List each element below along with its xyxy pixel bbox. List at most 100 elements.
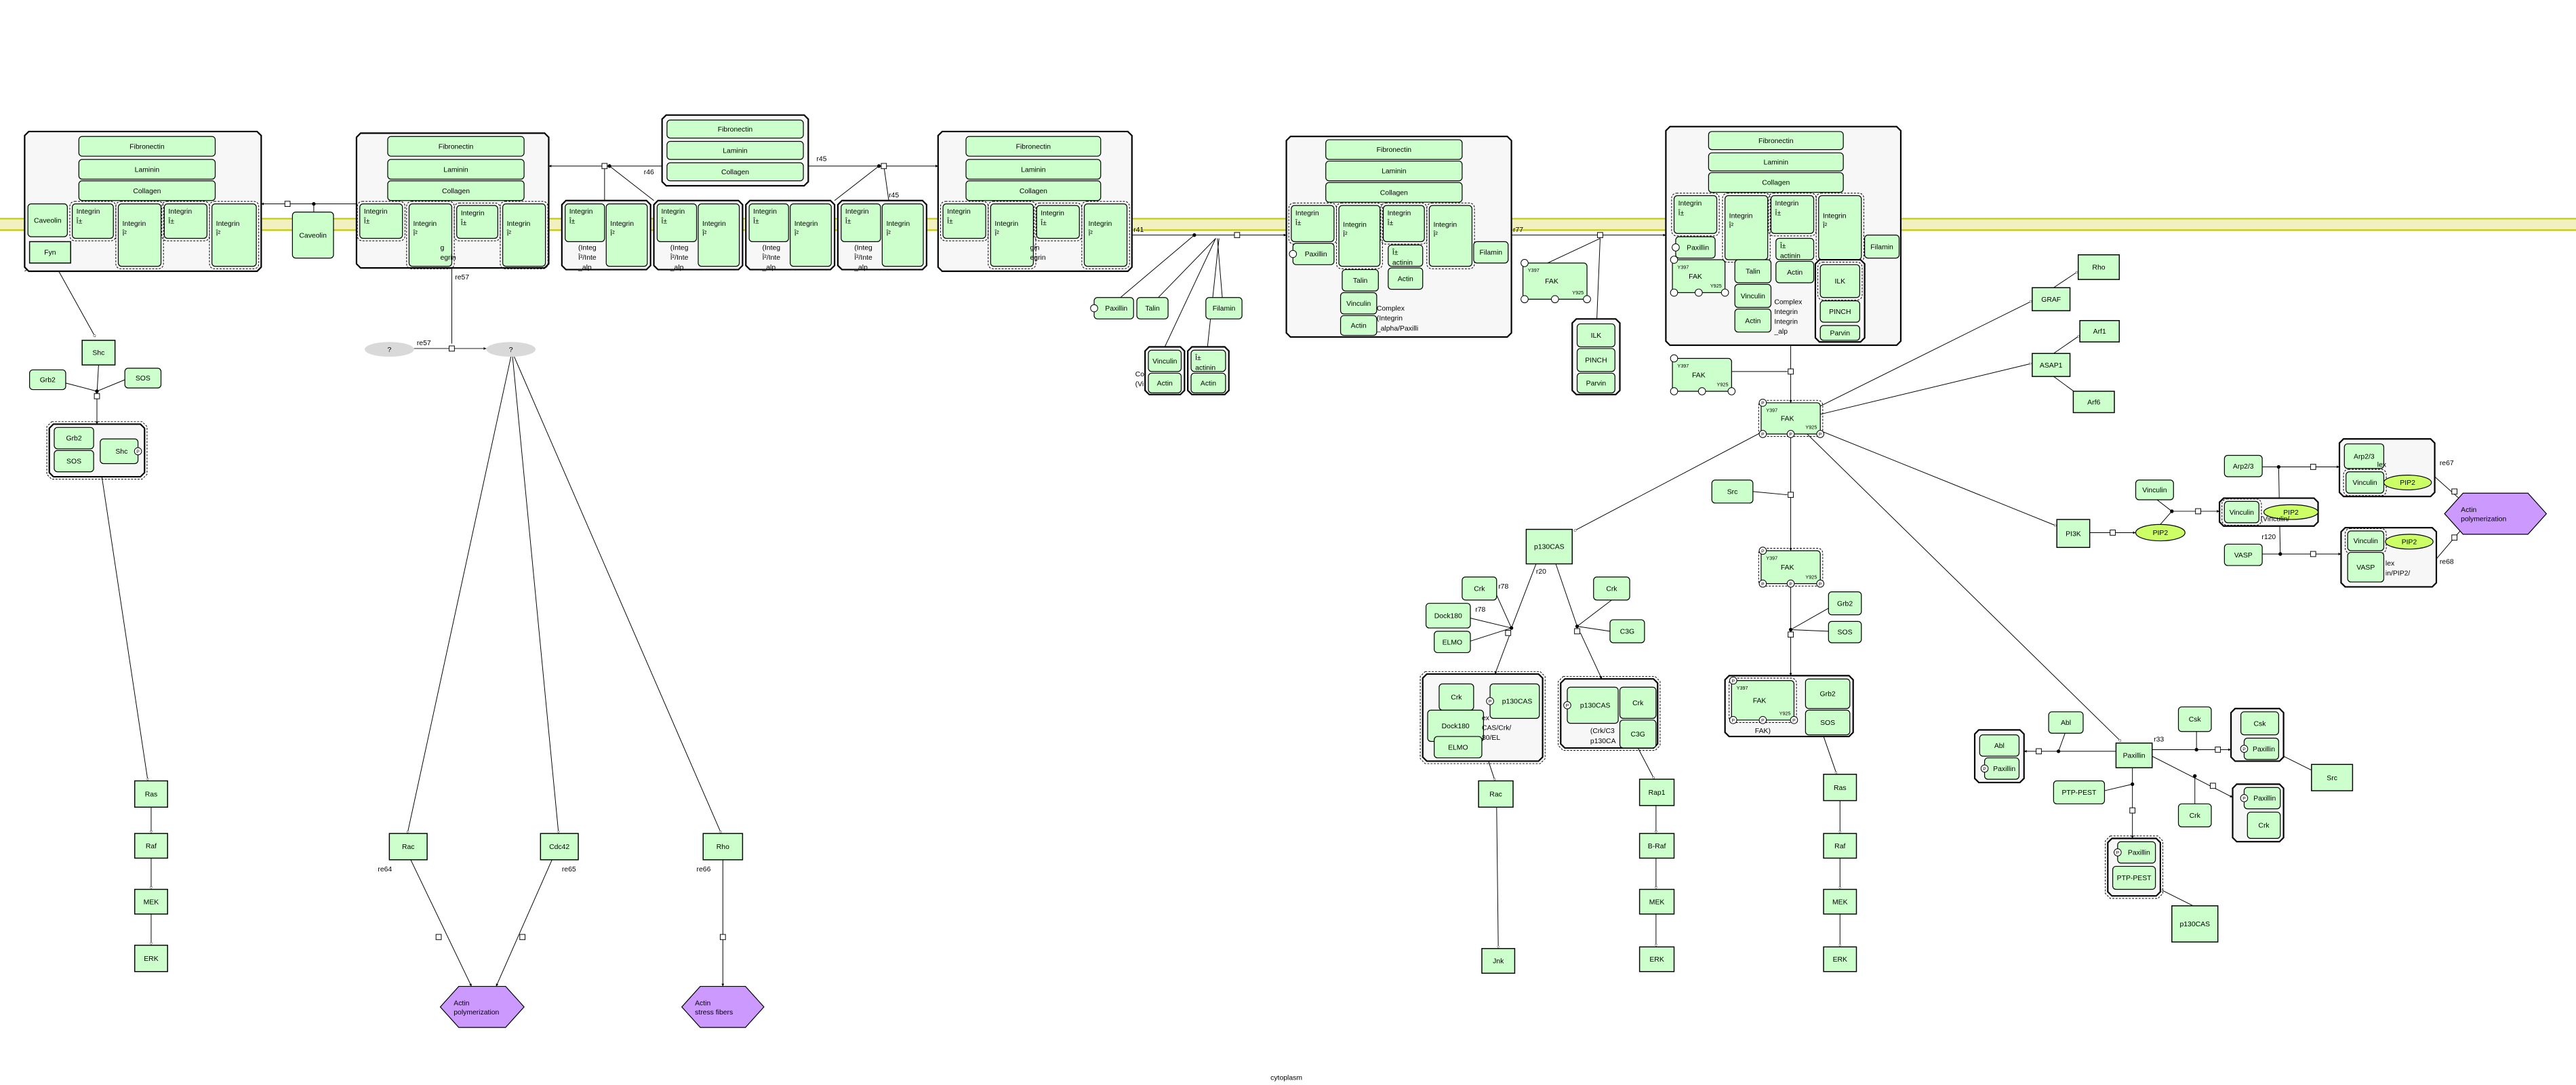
species-cdc42[interactable]: Cdc42 (540, 833, 579, 861)
species-shc[interactable]: Shc (81, 340, 116, 366)
species-rho[interactable]: Rho (702, 833, 744, 861)
species-caveolin[interactable]: Caveolin (27, 203, 68, 237)
species-raf[interactable]: Raf (134, 833, 168, 859)
species-arp2-3[interactable]: Arp2/3 (2223, 454, 2263, 477)
species-p130cas[interactable]: p130CAS (2171, 905, 2219, 943)
species-arf6[interactable]: Arf6 (2072, 391, 2115, 414)
species-fibronectin[interactable]: Fibronectin (666, 119, 804, 139)
process-node[interactable] (601, 163, 608, 170)
process-node[interactable] (2451, 534, 2458, 541)
species-actinin[interactable]: Î±actinin (1388, 244, 1424, 267)
species-rap1[interactable]: Rap1 (1638, 778, 1675, 806)
species-actinin[interactable]: Î±actinin (1775, 237, 1815, 260)
process-node[interactable] (1234, 232, 1241, 239)
species-talin[interactable]: Talin (1342, 269, 1379, 292)
species-erk[interactable]: ERK (134, 945, 168, 972)
species-vinculin[interactable]: Vinculin (1148, 349, 1182, 372)
species-grb2[interactable]: Grb2 (54, 427, 94, 450)
species-actin[interactable]: Actin (1340, 315, 1377, 336)
species-c3g[interactable]: C3G (1619, 719, 1657, 749)
species-vinculin[interactable]: Vinculin (1734, 283, 1772, 308)
process-node[interactable] (2129, 807, 2136, 814)
species-fyn[interactable]: Fyn (28, 241, 71, 264)
species-sos[interactable]: SOS (54, 450, 94, 473)
species-collagen[interactable]: Collagen (78, 180, 216, 201)
species-vinculin[interactable]: Vinculin (2221, 498, 2262, 526)
species-actin[interactable]: Actin (1734, 309, 1772, 333)
species-elmo[interactable]: ELMO (1434, 736, 1483, 759)
species-vinculin[interactable]: Vinculin (2343, 469, 2387, 496)
species-arp2-3[interactable]: Arp2/3 (2343, 443, 2385, 469)
species-elmo[interactable]: ELMO (1434, 631, 1471, 654)
species-collagen[interactable]: Collagen (1325, 182, 1463, 203)
process-node[interactable] (719, 934, 726, 941)
species-talin[interactable]: Talin (1734, 259, 1772, 283)
species-caveolin[interactable]: Caveolin (291, 212, 334, 259)
simple-molecule-text[interactable]: ? (486, 342, 536, 357)
species-b-raf[interactable]: B-Raf (1638, 833, 1675, 859)
species-actin[interactable]: Actin (1775, 260, 1815, 283)
species-crk[interactable]: Crk (1438, 683, 1474, 711)
species-crk[interactable]: Crk (1619, 686, 1657, 719)
species-vinculin[interactable]: Vinculin (1340, 292, 1377, 315)
species-laminin[interactable]: Laminin (387, 159, 525, 180)
species-laminin[interactable]: Laminin (78, 159, 216, 180)
species-laminin[interactable]: Laminin (666, 140, 804, 160)
species-crk[interactable]: Crk (2247, 811, 2281, 839)
process-node[interactable] (2451, 488, 2458, 495)
process-node[interactable] (94, 393, 100, 399)
species-paxillin[interactable]: Paxillin (1090, 297, 1134, 319)
process-node[interactable] (2036, 748, 2042, 755)
species-ilk[interactable]: ILK (1817, 262, 1863, 300)
process-node[interactable] (2195, 508, 2201, 515)
species-erk[interactable]: ERK (1823, 946, 1857, 972)
simple-molecule-pip2[interactable]: PIP2 (2263, 504, 2319, 520)
species-mek[interactable]: MEK (1823, 888, 1857, 915)
species-laminin[interactable]: Laminin (1325, 160, 1463, 182)
species-paxillin[interactable]: Paxillin (1672, 236, 1716, 259)
species-pinch[interactable]: PINCH (1819, 300, 1860, 323)
process-node[interactable] (2210, 783, 2216, 789)
species-fibronectin[interactable]: Fibronectin (78, 136, 216, 157)
species-grb2[interactable]: Grb2 (1828, 591, 1862, 616)
simple-molecule-pip2[interactable]: PIP2 (2135, 524, 2186, 542)
simple-molecule-pip2[interactable]: PIP2 (2383, 475, 2432, 491)
species-fibronectin[interactable]: Fibronectin (1708, 131, 1844, 151)
process-node[interactable] (1788, 492, 1794, 498)
species-actin[interactable]: Actin (1388, 267, 1424, 290)
species-c3g[interactable]: C3G (1609, 619, 1645, 644)
species-crk[interactable]: Crk (1593, 576, 1630, 601)
species-p130cas[interactable]: p130CAS (1525, 528, 1573, 565)
species-abl[interactable]: Abl (1979, 734, 2020, 757)
species-rac[interactable]: Rac (1478, 780, 1514, 808)
species-fibronectin[interactable]: Fibronectin (1325, 139, 1463, 160)
species-collagen[interactable]: Collagen (387, 180, 525, 201)
process-node[interactable] (881, 163, 887, 170)
species-vinculin[interactable]: Vinculin (2345, 528, 2387, 554)
species-mek[interactable]: MEK (1638, 888, 1675, 915)
species-actinin[interactable]: Î±actinin (1190, 349, 1226, 372)
